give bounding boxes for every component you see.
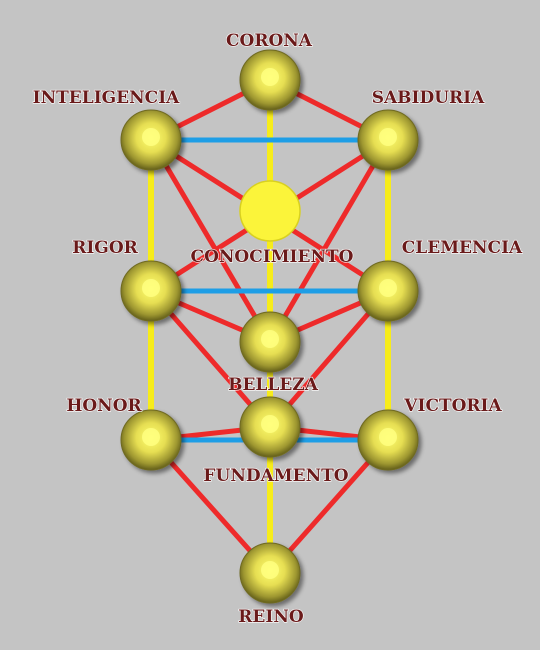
label-victoria: VICTORIA	[403, 396, 502, 416]
rigor-sphere-highlight	[142, 279, 160, 297]
reino-sphere-highlight	[261, 561, 279, 579]
label-sabiduria: SABIDURIA	[372, 88, 485, 108]
label-honor: HONOR	[66, 396, 142, 416]
sephirot-spheres	[120, 49, 419, 604]
label-clemencia: CLEMENCIA	[402, 238, 523, 258]
red-path-inteligencia-belleza	[148, 137, 273, 345]
label-reino: REINO	[238, 607, 304, 627]
clemencia-sphere-highlight	[379, 279, 397, 297]
label-belleza: BELLEZA	[228, 375, 319, 395]
label-fundamento: FUNDAMENTO	[203, 466, 348, 486]
sabiduria-sphere-highlight	[379, 128, 397, 146]
corona-sphere-highlight	[261, 68, 279, 86]
sephirot-labels: CORONA INTELIGENCIA SABIDURIA CONOCIMIEN…	[32, 30, 524, 627]
label-inteligencia: INTELIGENCIA	[33, 88, 181, 108]
label-rigor: RIGOR	[72, 238, 138, 258]
red-path-sabiduria-belleza	[267, 137, 391, 345]
honor-sphere-highlight	[142, 428, 160, 446]
label-corona: CORONA	[226, 31, 313, 51]
inteligencia-sphere-highlight	[142, 128, 160, 146]
label-conocimiento: CONOCIMIENTO	[191, 247, 354, 267]
conocimiento-sphere	[239, 180, 301, 242]
belleza-sphere-highlight	[261, 330, 279, 348]
victoria-sphere-highlight	[379, 428, 397, 446]
fundamento-sphere-highlight	[261, 415, 279, 433]
